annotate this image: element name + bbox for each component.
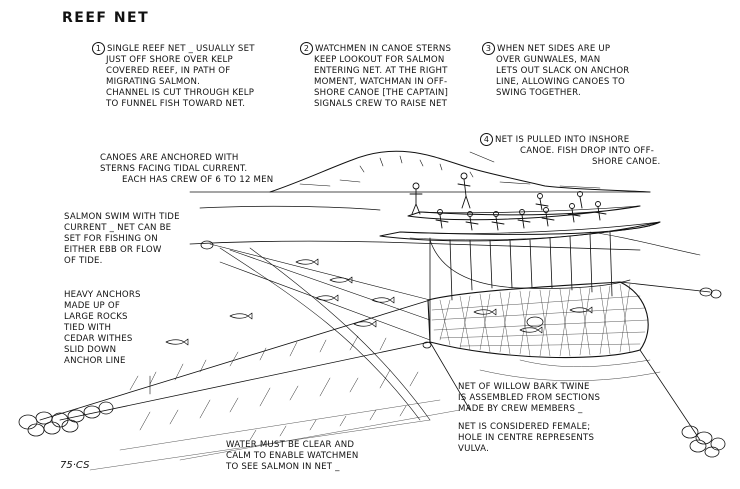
water-line: CALM TO ENABLE WATCHMEN — [226, 451, 359, 461]
note-4-line: CANOE. FISH DROP INTO OFF- — [520, 146, 655, 156]
canoes-line: EACH HAS CREW OF 6 TO 12 MEN — [122, 175, 274, 185]
salmon-icon — [371, 296, 395, 304]
note-1-line: SINGLE REEF NET _ USUALLY SET — [107, 44, 255, 54]
salmon-icon — [473, 308, 497, 316]
female-line: VULVA. — [458, 444, 489, 454]
note-3-line: WHEN NET SIDES ARE UP — [497, 44, 611, 54]
water-label: WATER MUST BE CLEAR AND CALM TO ENABLE W… — [226, 440, 358, 473]
willow-line: IS ASSEMBLED FROM SECTIONS — [458, 393, 601, 403]
note-number-1: 1 — [92, 42, 105, 55]
willow-line: NET OF WILLOW BARK TWINE — [458, 382, 590, 392]
note-3-line: SWING TOGETHER. — [496, 88, 581, 98]
net-centre-hole — [526, 316, 544, 328]
crewman-figure — [593, 201, 607, 221]
note-2-line: MOMENT, WATCHMAN IN OFF- — [314, 77, 448, 87]
canoes-line: STERNS FACING TIDAL CURRENT. — [100, 164, 248, 174]
salmon-line: SALMON SWIM WITH TIDE — [64, 212, 180, 222]
offshore-canoe — [407, 205, 641, 221]
watchman-figure — [457, 172, 471, 209]
callout-lines — [149, 151, 495, 395]
net-corner-float — [200, 240, 432, 349]
net-hanging-lines — [429, 231, 631, 341]
anchors-line: CEDAR WITHES — [64, 334, 133, 344]
willow-line: MADE BY CREW MEMBERS _ — [458, 404, 583, 414]
salmon-icon — [569, 306, 593, 314]
net-lead-lines — [209, 243, 431, 421]
anchor-rocks-right — [681, 425, 726, 458]
salmon-line: OF TIDE. — [64, 256, 103, 266]
page-title: REEF NET — [62, 10, 150, 26]
anchors-line: SLID DOWN — [64, 345, 117, 355]
note-number-4: 4 — [480, 133, 493, 146]
note-2-line: WATCHMEN IN CANOE STERNS — [315, 44, 452, 54]
crewman-figure — [435, 209, 449, 229]
note-2-line: KEEP LOOKOUT FOR SALMON — [314, 55, 445, 65]
salmon-icon — [519, 326, 543, 334]
crewman-figure — [517, 209, 531, 229]
canoes-line: CANOES ARE ANCHORED WITH — [100, 153, 239, 163]
water-line: WATER MUST BE CLEAR AND — [226, 440, 355, 450]
salmon-icon — [229, 312, 253, 320]
willow-bark-net — [427, 281, 649, 359]
note-4-line: SHORE CANOE. — [592, 157, 661, 167]
salmon-icon — [295, 258, 319, 266]
female-line: HOLE IN CENTRE REPRESENTS — [458, 433, 595, 443]
artist-signature: 75·CS — [60, 460, 90, 471]
anchors-line: TIED WITH — [64, 323, 112, 333]
note-1-line: JUST OFF SHORE OVER KELP — [106, 55, 233, 65]
anchors-line: ANCHOR LINE — [64, 356, 126, 366]
salmon-icon — [315, 294, 339, 302]
watchman-figure — [409, 182, 423, 215]
anchors-line: LARGE ROCKS — [64, 312, 128, 322]
crewman-figure — [541, 207, 555, 227]
canoes-label: CANOES ARE ANCHORED WITH STERNS FACING T… — [100, 153, 273, 186]
crewman-figure — [491, 211, 505, 231]
note-3-line: LETS OUT SLACK ON ANCHOR — [496, 66, 630, 76]
note-1-line: MIGRATING SALMON. — [106, 77, 201, 87]
salmon-icon — [165, 338, 189, 346]
crewman-figure — [567, 203, 581, 223]
note-number-3: 3 — [482, 42, 495, 55]
salmon-label: SALMON SWIM WITH TIDE CURRENT _ NET CAN … — [64, 212, 180, 267]
note-number-2: 2 — [300, 42, 313, 55]
anchors-line: MADE UP OF — [64, 301, 120, 311]
anchor-rocks-left — [18, 401, 114, 437]
female-line: NET IS CONSIDERED FEMALE; — [458, 422, 591, 432]
anchor-lines — [39, 281, 711, 441]
note-3-line: OVER GUNWALES, MAN — [496, 55, 601, 65]
salmon-line: CURRENT _ NET CAN BE — [64, 223, 172, 233]
note-3-line: LINE, ALLOWING CANOES TO — [496, 77, 625, 87]
note-1-line: COVERED REEF, IN PATH OF — [106, 66, 231, 76]
note-1-line: CHANNEL IS CUT THROUGH KELP — [106, 88, 255, 98]
shoreline-mountain — [189, 150, 651, 193]
willow-label: NET OF WILLOW BARK TWINE IS ASSEMBLED FR… — [458, 382, 600, 415]
salmon-fish — [165, 258, 593, 346]
salmon-line: SET FOR FISHING ON — [64, 234, 158, 244]
note-2-line: SIGNALS CREW TO RAISE NET — [314, 99, 448, 109]
salmon-icon — [329, 276, 353, 284]
crew-figures — [409, 172, 607, 231]
note-2-line: ENTERING NET. AT THE RIGHT — [314, 66, 448, 76]
anchor-rocks-far-right — [699, 287, 722, 299]
crewman-figure — [535, 193, 549, 211]
anchors-label: HEAVY ANCHORS MADE UP OF LARGE ROCKS TIE… — [64, 290, 141, 367]
anchors-line: HEAVY ANCHORS — [64, 290, 141, 300]
salmon-line: EITHER EBB OR FLOW — [64, 245, 162, 255]
note-4-line: NET IS PULLED INTO INSHORE — [495, 135, 630, 145]
crewman-figure — [577, 191, 583, 209]
note-1-line: TO FUNNEL FISH TOWARD NET. — [106, 99, 246, 109]
salmon-icon — [353, 320, 377, 328]
note-2-line: SHORE CANOE [THE CAPTAIN] — [314, 88, 449, 98]
inshore-canoe — [379, 221, 661, 242]
seabed-kelp — [89, 335, 661, 471]
crewman-figure — [465, 211, 479, 231]
female-label: NET IS CONSIDERED FEMALE; HOLE IN CENTRE… — [458, 422, 594, 455]
water-line: TO SEE SALMON IN NET _ — [226, 462, 340, 472]
